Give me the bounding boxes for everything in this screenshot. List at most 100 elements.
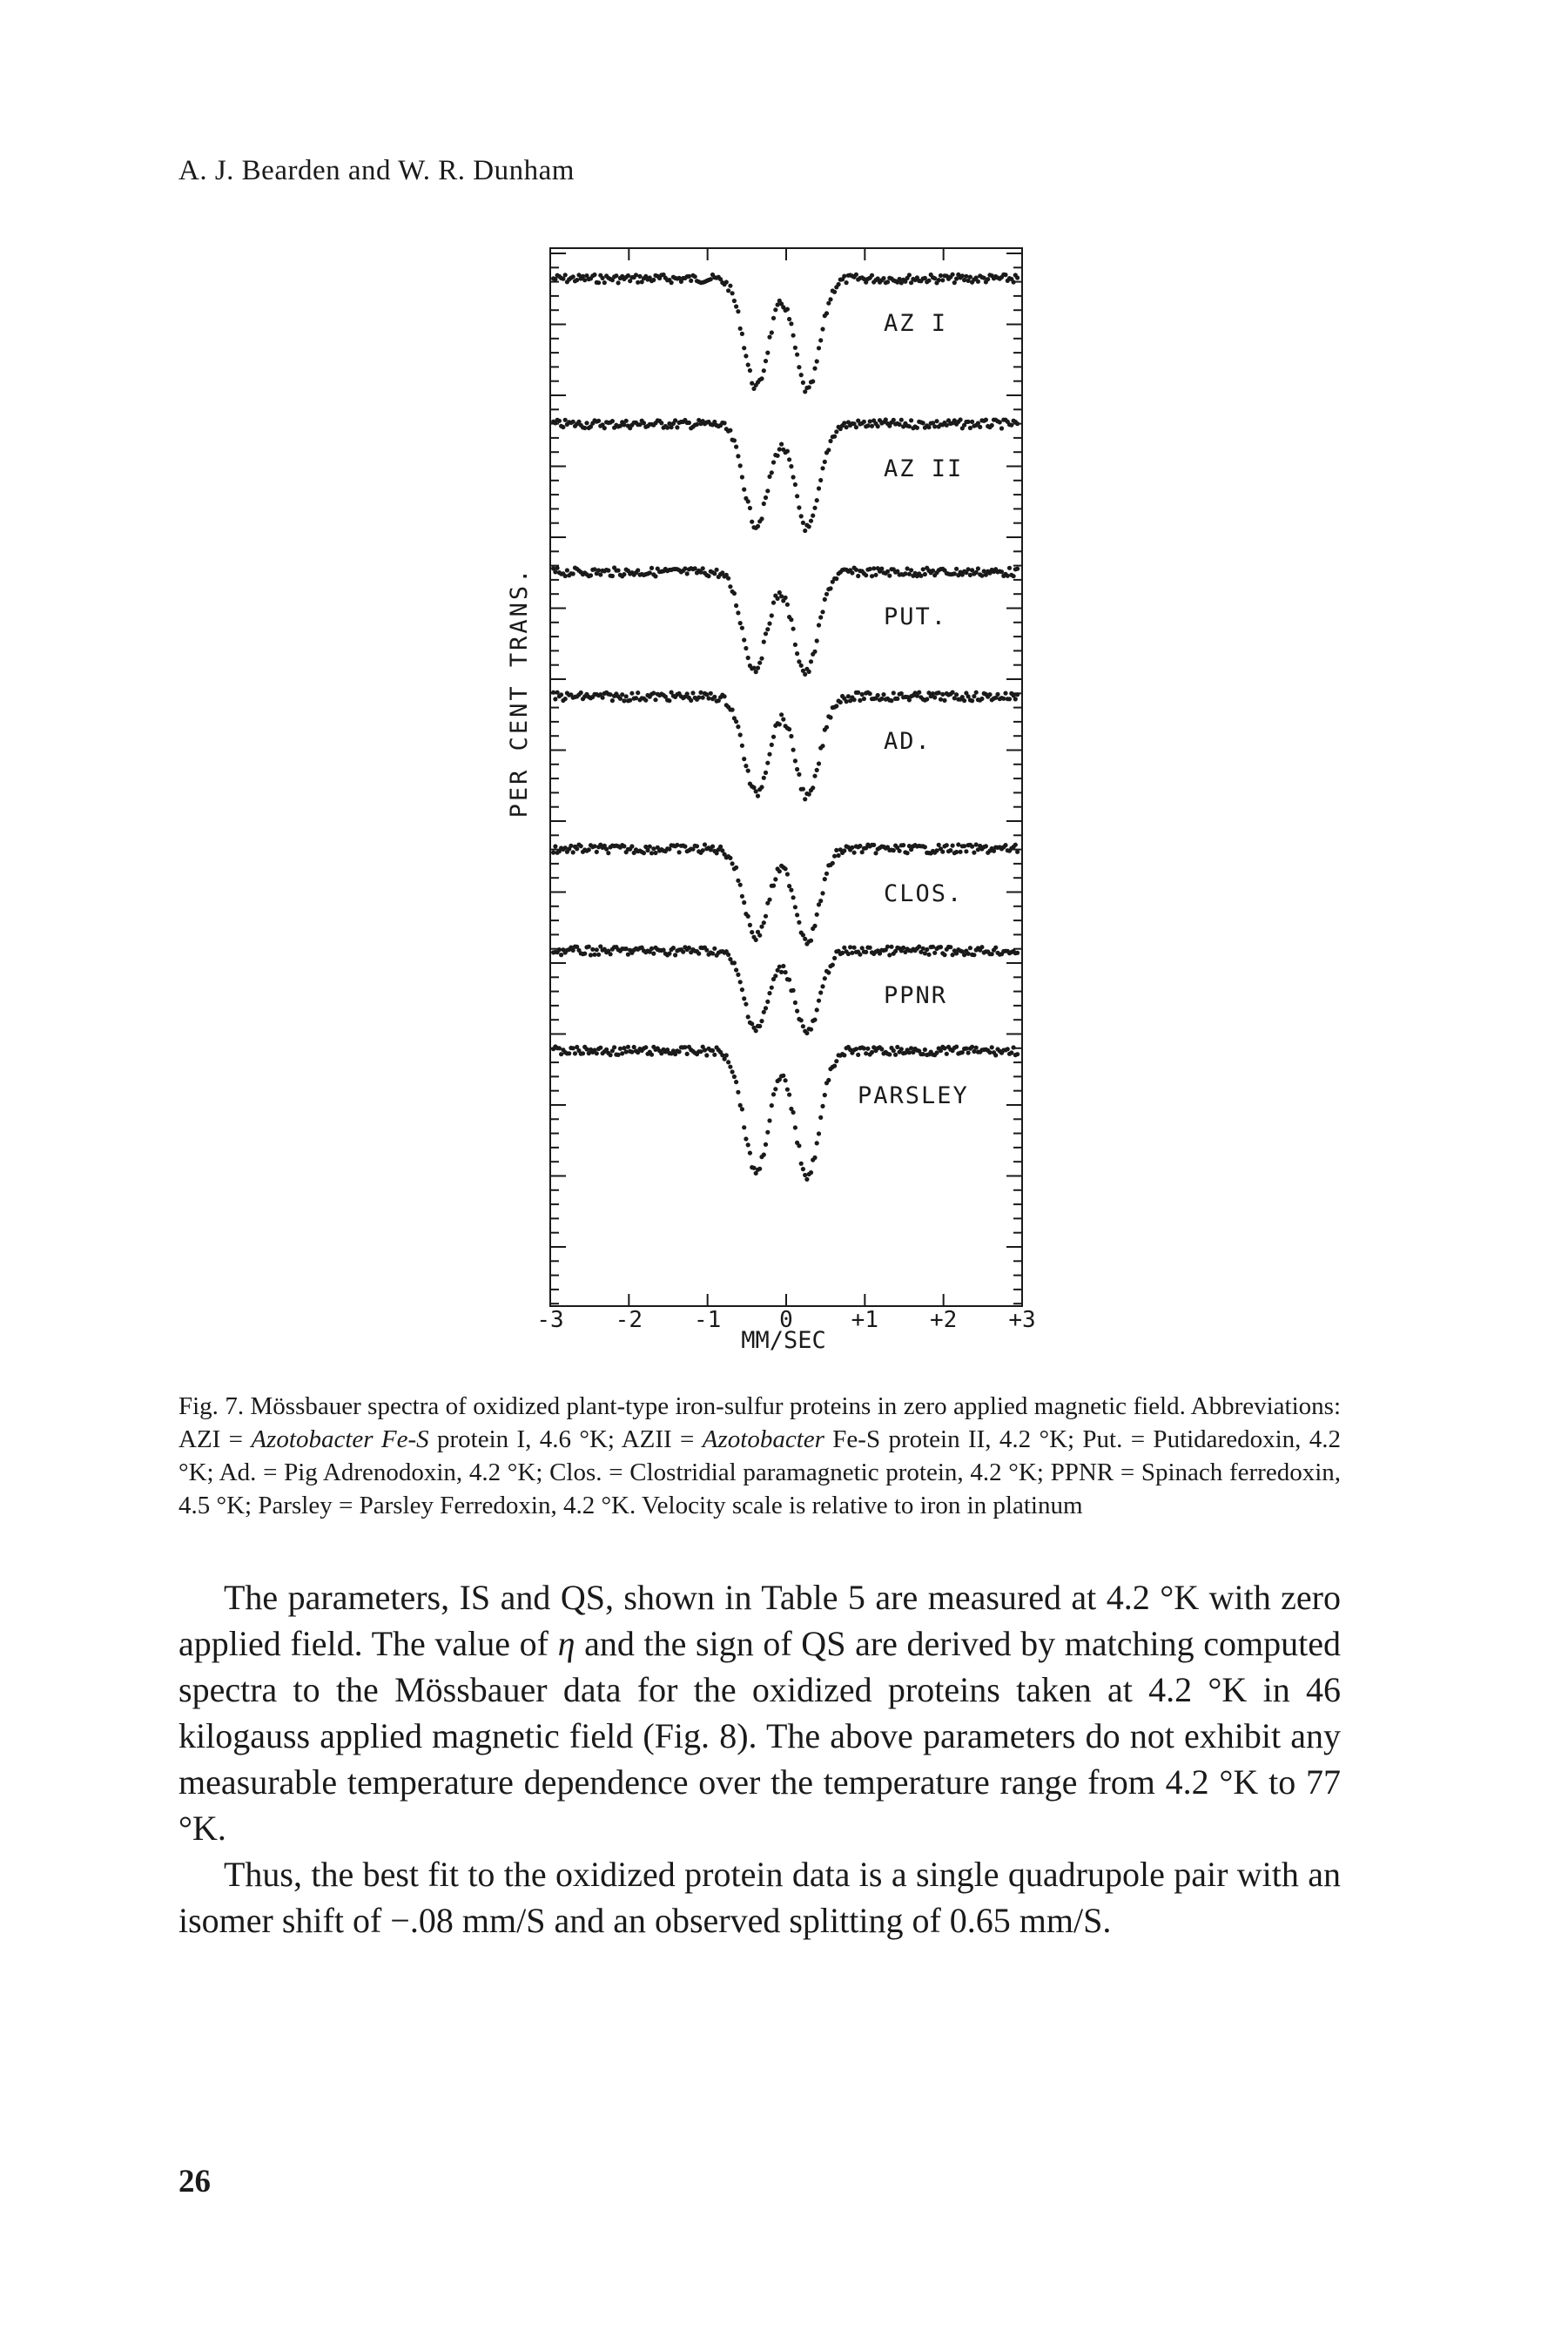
data-point	[853, 272, 859, 277]
data-point	[979, 945, 985, 950]
data-point	[584, 421, 589, 426]
data-point	[1003, 690, 1008, 696]
data-point	[909, 1046, 914, 1051]
data-point	[602, 843, 607, 849]
data-point	[820, 1103, 825, 1108]
data-point	[753, 937, 758, 942]
data-point	[903, 571, 908, 576]
data-point	[850, 570, 855, 576]
data-point	[783, 1078, 788, 1083]
data-point	[848, 945, 853, 950]
data-point	[791, 987, 796, 993]
data-point	[775, 302, 780, 307]
data-point	[828, 297, 833, 302]
caption-label: Fig. 7.	[178, 1392, 245, 1420]
data-point	[608, 692, 613, 697]
data-point	[975, 421, 980, 426]
data-point	[757, 1166, 763, 1171]
data-point	[726, 288, 731, 293]
data-point	[592, 844, 597, 849]
data-point	[840, 950, 845, 955]
data-point	[824, 591, 830, 596]
data-point	[826, 970, 831, 975]
data-point	[1011, 280, 1016, 285]
data-point	[804, 1030, 810, 1036]
data-point	[584, 273, 589, 279]
data-point	[936, 690, 941, 696]
data-point	[731, 438, 737, 443]
data-point	[905, 851, 910, 856]
data-point	[673, 418, 678, 423]
data-point	[865, 1046, 871, 1051]
data-point	[697, 951, 702, 956]
data-point	[944, 843, 949, 848]
data-point	[736, 454, 741, 459]
data-point	[553, 844, 558, 849]
data-point	[940, 849, 946, 854]
data-point	[622, 572, 627, 577]
data-point	[792, 1125, 798, 1130]
data-point	[828, 586, 833, 591]
data-point	[909, 568, 914, 573]
data-point	[567, 1051, 572, 1056]
data-point	[845, 694, 851, 699]
data-point	[952, 571, 957, 576]
data-point	[820, 984, 825, 989]
data-point	[999, 426, 1005, 431]
data-point	[797, 365, 802, 370]
data-point	[562, 845, 568, 851]
data-point	[767, 334, 772, 340]
paragraph-1-part-a: The parameters, IS and QS, shown in Tabl…	[178, 1578, 1341, 1663]
data-point	[698, 569, 703, 575]
data-point	[592, 272, 597, 278]
caption-italic-2: Azotobacter	[702, 1425, 824, 1453]
data-point	[622, 1046, 627, 1051]
data-point	[792, 345, 798, 350]
data-point	[622, 844, 627, 849]
data-point	[938, 945, 944, 950]
data-point	[723, 280, 729, 285]
data-point	[787, 316, 792, 322]
data-point	[663, 694, 668, 699]
data-point	[911, 1049, 916, 1055]
data-point	[612, 1045, 617, 1050]
data-point	[641, 421, 647, 426]
data-point	[836, 852, 841, 859]
data-point	[596, 952, 602, 957]
data-point	[765, 1129, 771, 1135]
data-point	[891, 848, 896, 853]
data-point	[633, 696, 639, 701]
data-point	[836, 281, 841, 287]
data-point	[792, 758, 798, 764]
data-point	[820, 327, 825, 332]
data-point	[641, 851, 647, 856]
data-point	[718, 844, 723, 850]
data-point	[777, 722, 782, 727]
data-point	[692, 274, 697, 280]
data-point	[784, 307, 791, 312]
data-point	[869, 273, 875, 278]
data-point	[826, 1077, 831, 1083]
data-point	[623, 694, 629, 699]
data-point	[592, 1048, 597, 1053]
data-point	[873, 851, 878, 856]
data-point	[700, 1044, 705, 1049]
data-point	[851, 850, 857, 855]
data-point	[966, 694, 971, 699]
data-point	[1015, 849, 1020, 854]
data-point	[698, 690, 703, 695]
data-point	[962, 953, 967, 958]
data-point	[757, 933, 763, 938]
data-point	[670, 946, 676, 951]
data-point	[710, 1048, 716, 1054]
data-point	[779, 712, 784, 717]
data-point	[686, 273, 692, 279]
data-point	[822, 1093, 827, 1098]
data-point	[816, 761, 822, 766]
data-point	[684, 1051, 690, 1056]
data-point	[551, 690, 556, 695]
data-point	[739, 893, 745, 899]
data-point	[818, 899, 824, 904]
data-point	[753, 1170, 758, 1176]
data-point	[959, 273, 965, 279]
